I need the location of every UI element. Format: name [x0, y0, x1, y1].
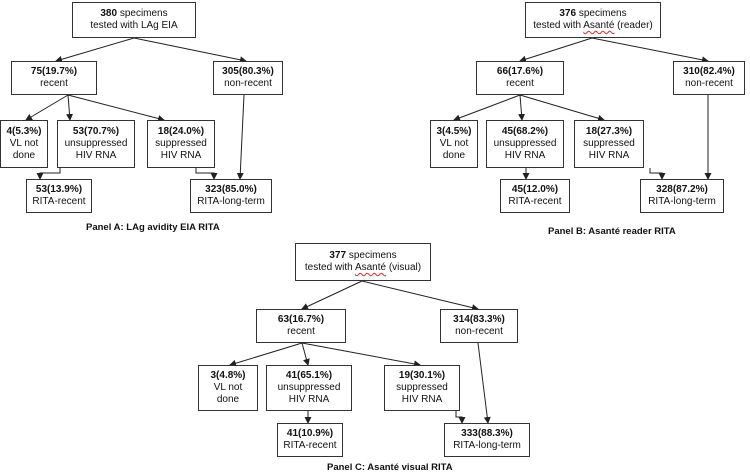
panel-a-arrow-recent-unsup: [66, 94, 74, 121]
panel-a-total-box: 380 specimens tested with LAg EIA: [72, 2, 196, 38]
panel-c-nonrecent-box: 314(83.3%) non-recent: [440, 309, 518, 343]
panel-a-arrow-unsup-rita: [36, 168, 61, 180]
panel-b-total-box: 376 specimens tested with Asanté (reader…: [525, 2, 661, 38]
panel-b-arrow-recent-unsup: [518, 94, 526, 121]
panel-a-arrow-total-nonrecent: [133, 37, 247, 64]
panel-c-recent-box: 63(16.7%) recent: [256, 309, 346, 343]
panel-c-arrow-recent-unsup: [301, 342, 310, 366]
panel-a-unsuppressed-box: 53(70.7%) unsuppressed HIV RNA: [57, 120, 135, 168]
panel-b-arrow-total-nonrecent: [591, 37, 709, 64]
panel-b-unsuppressed-box: 45(68.2%) unsuppressed HIV RNA: [486, 120, 564, 168]
panel-c-arrow-total-recent: [301, 280, 363, 310]
panel-a-recent-box: 75(19.7%) recent: [11, 61, 97, 95]
panel-a-arrow-recent-sup: [67, 94, 165, 122]
panel-c-label: Panel C: Asanté visual RITA: [327, 462, 453, 473]
panel-c-arrow-total-nonrecent: [361, 280, 479, 311]
panel-b-rita-long-term-box: 328(87.2%) RITA-long-term: [640, 179, 724, 213]
panel-c-rita-long-term-box: 333(88.3%) RITA-long-term: [444, 423, 530, 457]
panel-c-suppressed-box: 19(30.1%) suppressed HIV RNA: [384, 365, 460, 411]
panel-c-arrow-recent-vl: [229, 342, 303, 367]
panel-c-vl-not-done-box: 3(4.8%) VL not done: [198, 365, 258, 411]
panel-c-arrow-recent-sup: [301, 342, 421, 368]
panel-b-arrow-sup-rita: [649, 168, 666, 180]
panel-b-rita-recent-box: 45(12.0%) RITA-recent: [500, 179, 570, 213]
panel-b-recent-box: 66(17.6%) recent: [476, 61, 564, 95]
panel-a-label: Panel A: LAg avidity EIA RITA: [86, 222, 220, 233]
panel-b-suppressed-box: 18(27.3%) suppressed HIV RNA: [574, 120, 644, 168]
panel-c-rita-recent-box: 41(10.9%) RITA-recent: [277, 423, 343, 457]
panel-c-arrow-sup-rita: [455, 411, 466, 424]
panel-c-arrow-nonrecent-rita: [477, 342, 491, 424]
panel-a-rita-recent-box: 53(13.9%) RITA-recent: [26, 179, 92, 213]
panel-b-label: Panel B: Asanté reader RITA: [548, 226, 676, 237]
panel-a-arrow-sup-rita: [195, 168, 218, 180]
panel-b-arrow-recent-sup: [519, 94, 605, 122]
panel-b-arrow-total-recent: [519, 37, 593, 63]
panel-b-vl-not-done-box: 3(4.5%) VL not done: [430, 120, 478, 168]
panel-a-suppressed-box: 18(24.0%) suppressed HIV RNA: [147, 120, 215, 168]
panel-a-arrow-nonrecent-rita: [236, 94, 245, 180]
panel-b-nonrecent-box: 310(82.4%) non-recent: [673, 61, 745, 95]
panel-a-arrow-recent-vl: [25, 94, 69, 121]
panel-c-total-box: 377 specimens tested with Asanté (visual…: [295, 243, 431, 281]
panel-a-arrow-total-recent: [55, 37, 135, 63]
panel-a-nonrecent-box: 305(80.3%) non-recent: [213, 61, 283, 95]
panel-a-rita-long-term-box: 323(85.0%) RITA-long-term: [190, 179, 272, 213]
panel-a-vl-not-done-box: 4(5.3%) VL not done: [0, 120, 48, 168]
panel-c-unsuppressed-box: 41(65.1%) unsuppressed HIV RNA: [266, 365, 352, 411]
panel-b-arrow-recent-vl: [453, 94, 521, 122]
